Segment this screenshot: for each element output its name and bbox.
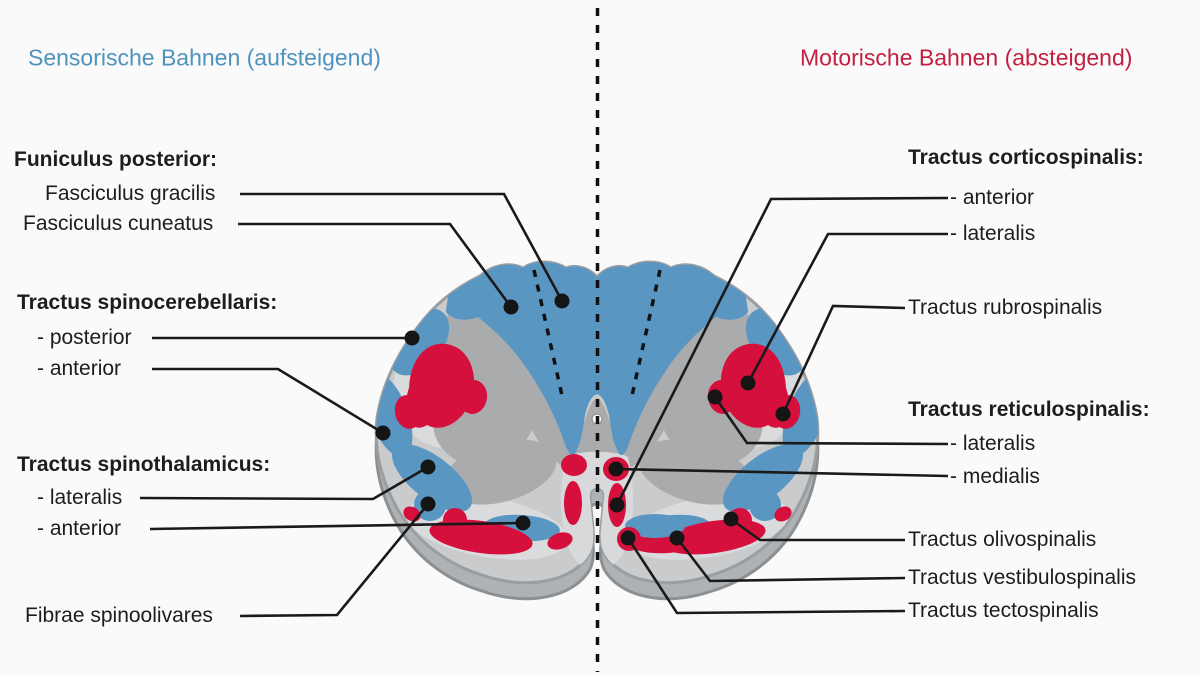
label-corticospinalis-anterior: - anterior	[950, 185, 1035, 209]
label-tractus-corticospinalis: Tractus corticospinalis:	[908, 145, 1144, 169]
label-fasciculus-cuneatus: Fasciculus cuneatus	[23, 211, 214, 235]
label-tractus-reticulospinalis: Tractus reticulospinalis:	[908, 397, 1150, 421]
label-corticospinalis-lateralis: - lateralis	[950, 221, 1036, 245]
funiculus-posterior-region	[446, 262, 748, 456]
leader-reticulospinalis-lateralis	[713, 396, 949, 446]
label-fibrae-spinoolivares: Fibrae spinoolivares	[25, 603, 213, 627]
label-tractus-olivospinalis: Tractus olivospinalis	[908, 527, 1097, 551]
leader-rubrospinalis	[781, 304, 906, 415]
label-spinothalamicus-lateralis: - lateralis	[37, 485, 123, 509]
tracts-right-half	[625, 297, 818, 561]
label-spinothalamicus-anterior: - anterior	[37, 516, 122, 540]
label-tractus-rubrospinalis: Tractus rubrospinalis	[908, 295, 1103, 319]
leader-vestibulospinalis	[675, 537, 906, 583]
leader-corticospinalis-anterior	[615, 196, 949, 506]
leader-spinocerebellaris-anterior	[152, 367, 384, 435]
leader-dots	[375, 293, 791, 546]
leader-corticospinalis-lateralis	[746, 232, 948, 384]
label-spinocerebellaris-anterior: - anterior	[37, 356, 122, 380]
label-spinocerebellaris-posterior: - posterior	[37, 325, 132, 349]
leader-fasciculus-cuneatus	[238, 222, 513, 308]
label-funiculus-posterior: Funiculus posterior:	[14, 147, 218, 171]
label-tractus-vestibulospinalis: Tractus vestibulospinalis	[908, 565, 1136, 589]
leader-lines	[139, 192, 949, 618]
leader-reticulospinalis-medialis	[615, 467, 949, 478]
label-reticulospinalis-lateralis: - lateralis	[950, 431, 1036, 455]
leader-spinothalamicus-lateralis	[139, 465, 429, 501]
leader-fibrae-spinoolivares	[239, 503, 430, 618]
leader-tectospinalis	[626, 537, 906, 615]
label-reticulospinalis-medialis: - medialis	[950, 464, 1040, 488]
label-tractus-spinocerebellaris: Tractus spinocerebellaris:	[17, 290, 278, 314]
label-fasciculus-gracilis: Fasciculus gracilis	[45, 181, 216, 205]
fasciculus-divider-dashed-lines	[532, 269, 662, 401]
motor-pathways-header: Motorische Bahnen (absteigend)	[800, 44, 1133, 71]
leader-olivospinalis	[730, 517, 905, 542]
leader-fasciculus-gracilis	[240, 192, 564, 302]
sensory-pathways-header: Sensorische Bahnen (aufsteigend)	[28, 44, 381, 71]
label-tractus-spinothalamicus: Tractus spinothalamicus:	[17, 452, 271, 476]
leader-spinothalamicus-anterior	[149, 521, 524, 531]
label-tractus-tectospinalis: Tractus tectospinalis	[908, 598, 1099, 622]
